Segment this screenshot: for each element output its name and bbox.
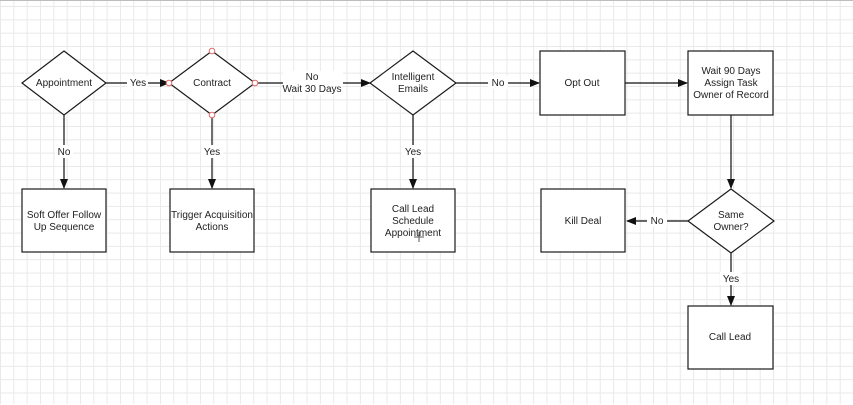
crosshair-cursor-icon — [414, 232, 424, 242]
process-box[interactable] — [687, 50, 774, 116]
node-label-appointment: Appointment — [36, 78, 92, 89]
node-label-opt-out: Opt Out — [564, 78, 599, 89]
node-same-owner[interactable]: Same Owner? — [686, 188, 776, 254]
node-contract[interactable]: Contract — [165, 47, 259, 119]
node-label-schedule: Schedule — [392, 216, 434, 227]
edge-label-no: No — [58, 147, 71, 158]
node-label-assign-task: Assign Task — [704, 78, 758, 89]
node-trigger-acquisition[interactable]: Trigger Acquisition Actions — [169, 188, 255, 253]
node-intelligent-emails[interactable]: Intelligent Emails — [368, 50, 458, 116]
selection-handle-right[interactable] — [251, 79, 259, 87]
edge-label-yes: Yes — [723, 274, 739, 285]
process-box[interactable] — [370, 188, 456, 253]
decision-diamond[interactable] — [368, 50, 458, 116]
node-label-contract: Contract — [193, 78, 231, 89]
node-label-emails: Emails — [398, 84, 428, 95]
node-label-appointment: Appointment — [385, 228, 441, 239]
process-box[interactable] — [540, 188, 626, 253]
node-wait-90-days[interactable]: Wait 90 Days Assign Task Owner of Record — [687, 50, 774, 116]
process-box[interactable] — [687, 305, 774, 370]
process-box[interactable] — [539, 50, 626, 116]
node-label-call-lead: Call Lead — [392, 204, 434, 215]
edge-label-yes: Yes — [204, 147, 220, 158]
node-call-lead[interactable]: Call Lead — [687, 305, 774, 370]
process-box[interactable] — [169, 188, 255, 253]
node-appointment[interactable]: Appointment — [21, 50, 107, 116]
node-label-soft-offer: Soft Offer Follow — [27, 210, 102, 221]
selection-handle-bottom[interactable] — [208, 111, 216, 119]
edge-label-no: No — [306, 72, 319, 83]
node-label-actions: Actions — [196, 222, 229, 233]
edge-label-no: No — [492, 78, 505, 89]
node-kill-deal[interactable]: Kill Deal — [540, 188, 626, 253]
node-label-up-sequence: Up Sequence — [34, 222, 95, 233]
node-soft-offer[interactable]: Soft Offer Follow Up Sequence — [21, 188, 107, 253]
edges: Yes No No Wait 30 Days Yes No Yes No — [55, 71, 742, 306]
selection-handle-top[interactable] — [208, 47, 216, 55]
edge-label-wait-30-days: Wait 30 Days — [282, 84, 341, 95]
node-label-kill-deal: Kill Deal — [565, 216, 602, 227]
selection-handle-left[interactable] — [165, 79, 173, 87]
node-opt-out[interactable]: Opt Out — [539, 50, 626, 116]
decision-diamond[interactable] — [21, 50, 107, 116]
node-label-wait-90-days: Wait 90 Days — [701, 66, 760, 77]
node-label-trigger-acquisition: Trigger Acquisition — [171, 210, 253, 221]
node-label-call-lead: Call Lead — [709, 332, 751, 343]
node-call-lead-schedule[interactable]: Call Lead Schedule Appointment — [370, 188, 456, 253]
process-box[interactable] — [21, 188, 107, 253]
node-label-intelligent: Intelligent — [392, 72, 435, 83]
edge-label-no: No — [651, 216, 664, 227]
decision-diamond[interactable] — [686, 188, 776, 254]
node-label-same: Same — [718, 210, 745, 221]
node-label-owner-of-record: Owner of Record — [693, 90, 769, 101]
edge-label-yes: Yes — [405, 147, 421, 158]
node-label-owner: Owner? — [713, 222, 748, 233]
edge-label-yes: Yes — [130, 78, 146, 89]
